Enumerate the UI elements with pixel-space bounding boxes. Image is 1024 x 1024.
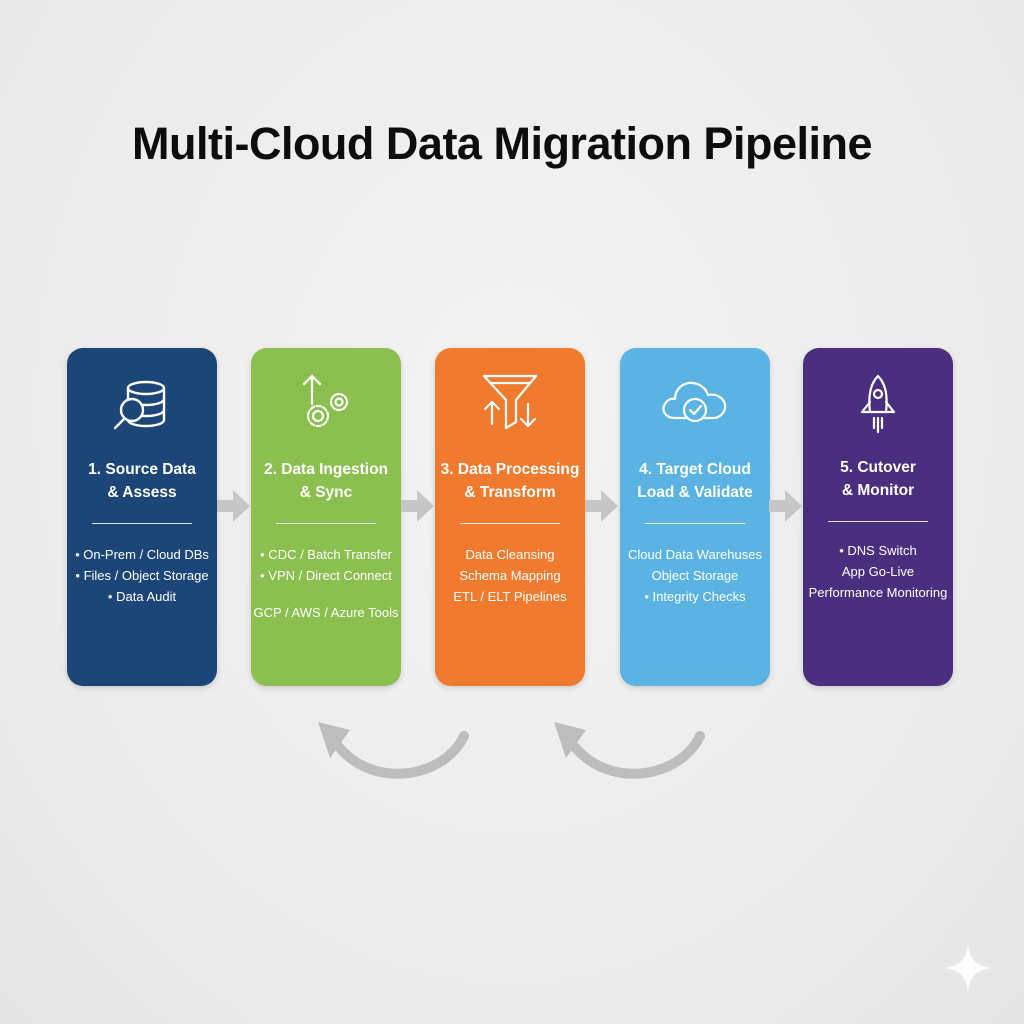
divider xyxy=(828,521,928,522)
step-heading: 2. Data Ingestion & Sync xyxy=(263,461,389,501)
list-item: • VPN / Direct Connect xyxy=(260,568,392,583)
diagram-title: Multi-Cloud Data Migration Pipeline xyxy=(132,118,873,169)
list-item: Cloud Data Warehuses xyxy=(628,547,762,562)
feedback-loop-arrow-icon xyxy=(554,722,705,779)
divider xyxy=(460,523,560,524)
step-card-ingestion-sync: 2. Data Ingestion & Sync • CDC / Batch T… xyxy=(251,348,401,686)
feedback-loop-arrow-icon xyxy=(318,722,469,779)
step-item-list: • CDC / Batch Transfer • VPN / Direct Co… xyxy=(251,544,401,586)
sparkle-icon xyxy=(944,944,992,992)
divider xyxy=(276,523,376,524)
gears-upload-icon xyxy=(251,364,401,444)
step-card-target-cloud: 4. Target Cloud Load & Validate Cloud Da… xyxy=(620,348,770,686)
list-item: Data Cleansing xyxy=(465,547,555,562)
database-magnifier-icon xyxy=(67,364,217,444)
list-item: • Integrity Checks xyxy=(644,589,746,604)
step-heading: 4. Target Cloud Load & Validate xyxy=(637,461,753,501)
flow-arrow-icon xyxy=(585,490,618,522)
list-item: • On-Prem / Cloud DBs xyxy=(75,547,209,562)
list-item: • CDC / Batch Transfer xyxy=(260,547,392,562)
step-card-cutover-monitor: 5. Cutover & Monitor • DNS Switch App Go… xyxy=(803,348,953,686)
list-item: ETL / ELT Pipelines xyxy=(453,589,567,604)
tools-note: GCP / AWS / Azure Tools xyxy=(253,605,399,620)
list-item: Schema Mapping xyxy=(459,568,561,583)
step-item-list: Cloud Data Warehuses Object Storage • In… xyxy=(620,544,770,607)
rocket-icon xyxy=(803,364,953,444)
list-item: • DNS Switch xyxy=(839,543,917,558)
step-card-processing-transform: 3. Data Processing & Transform Data Clea… xyxy=(435,348,585,686)
flow-arrow-icon xyxy=(769,490,802,522)
list-item: • Files / Object Storage xyxy=(75,568,209,583)
funnel-icon xyxy=(435,364,585,444)
flow-arrow-icon xyxy=(401,490,434,522)
step-card-source-assess: 1. Source Data & Assess • On-Prem / Clou… xyxy=(67,348,217,686)
step-heading: 1. Source Data & Assess xyxy=(88,461,196,501)
divider xyxy=(92,523,192,524)
flow-arrow-icon xyxy=(217,490,250,522)
step-heading: 5. Cutover & Monitor xyxy=(840,459,916,499)
list-item: App Go-Live xyxy=(841,564,915,579)
step-item-list: Data Cleansing Schema Mapping ETL / ELT … xyxy=(435,544,585,607)
step-item-list: • DNS Switch App Go-Live Performance Mon… xyxy=(803,540,953,603)
step-item-list: • On-Prem / Cloud DBs • Files / Object S… xyxy=(67,544,217,607)
divider xyxy=(645,523,745,524)
list-item: • Data Audit xyxy=(107,589,177,604)
step-heading: 3. Data Processing & Transform xyxy=(440,461,580,501)
cloud-check-icon xyxy=(620,364,770,444)
list-item: Performance Monitoring xyxy=(808,585,948,600)
list-item: Object Storage xyxy=(651,568,739,583)
